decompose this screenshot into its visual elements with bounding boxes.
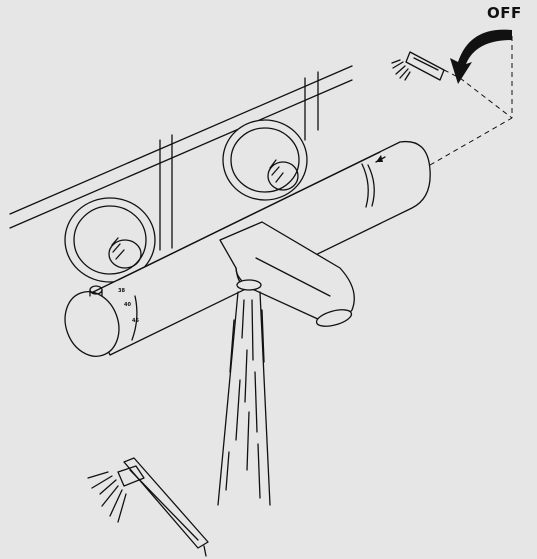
right-wall-flange	[222, 119, 308, 201]
bath-spout	[219, 221, 355, 327]
temperature-dial: 38 40 45	[64, 285, 139, 357]
diverter-arrow-icon	[375, 155, 386, 163]
overhead-shower-icon	[391, 51, 461, 81]
dial-mark-45: 45	[132, 318, 139, 324]
guide-lines	[429, 36, 513, 166]
left-wall-flange	[64, 197, 156, 283]
water-stream	[217, 291, 271, 506]
wall-tiles	[9, 65, 353, 251]
off-label: OFF	[487, 4, 522, 22]
rotation-arrow-icon	[450, 29, 512, 85]
hand-shower-icon	[87, 457, 209, 557]
dial-mark-40: 40	[124, 302, 131, 308]
dial-mark-38: 38	[118, 288, 125, 294]
